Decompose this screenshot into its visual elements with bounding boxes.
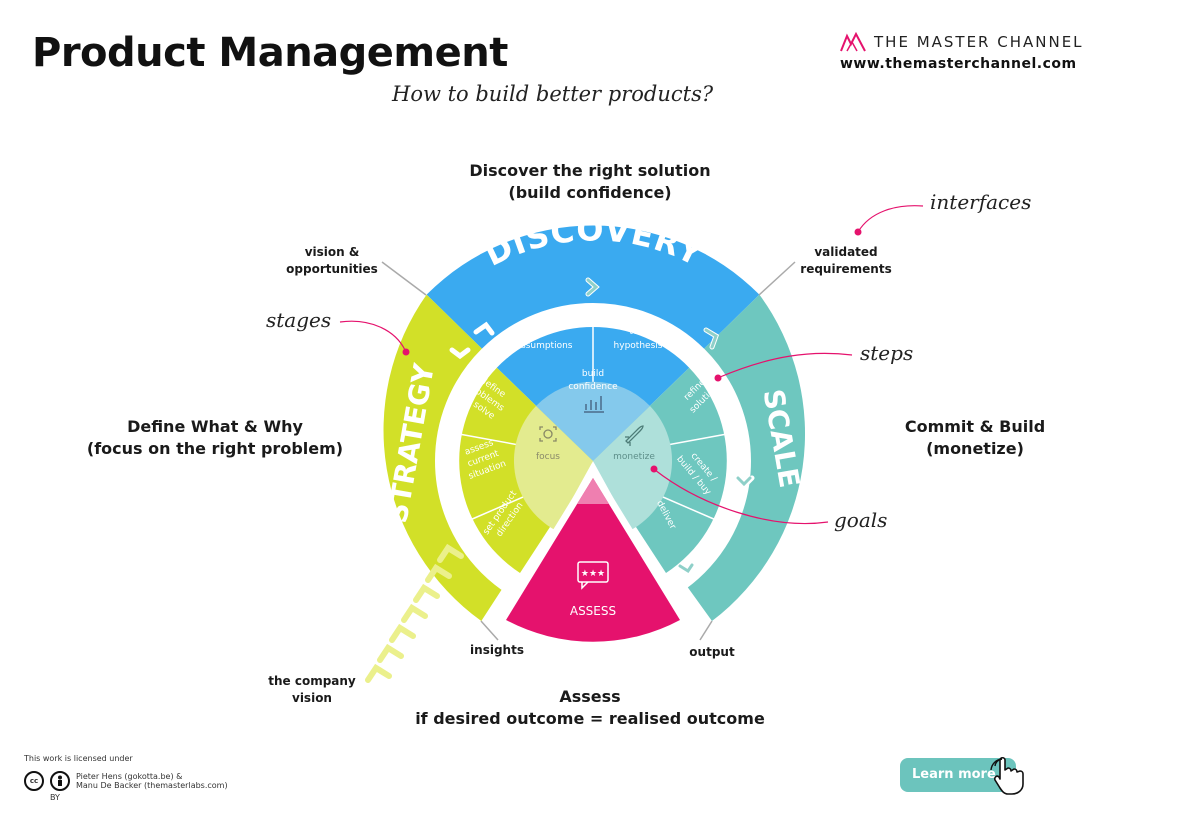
vision-opportunities-line1: vision & — [304, 245, 360, 259]
vision-opportunities-line2: opportunities — [286, 262, 378, 276]
attribution-person-icon — [50, 771, 70, 791]
stages-note: stages — [266, 308, 332, 332]
vision-opportunities-label: vision & opportunities — [272, 244, 392, 278]
license-authors-line2: Manu De Backer (themasterlabs.com) — [76, 781, 228, 790]
goals-note: goals — [834, 508, 888, 532]
discover-heading-line2: (build confidence) — [508, 183, 672, 202]
rocket-icon — [625, 425, 644, 446]
assess-heading: Assess if desired outcome = realised out… — [400, 686, 780, 730]
company-vision-line2: vision — [292, 691, 332, 705]
assess-heading-line1: Assess — [559, 687, 621, 706]
commit-heading: Commit & Build (monetize) — [890, 416, 1060, 460]
license-by: BY — [50, 793, 60, 802]
focus-goal — [513, 406, 593, 530]
svg-text:★★★: ★★★ — [581, 569, 605, 579]
note-pointer-dots — [402, 228, 862, 473]
focus-target-icon — [539, 426, 557, 442]
strategy-stage — [383, 294, 507, 621]
discover-heading: Discover the right solution (build confi… — [440, 160, 740, 204]
validated-requirements-line1: validated — [814, 245, 878, 259]
validated-requirements-label: validated requirements — [786, 244, 906, 278]
test-hypothesis-line2: hypothesis — [614, 341, 663, 351]
assess-title: ASSESS — [570, 604, 616, 618]
company-vision-arrows — [365, 543, 464, 683]
chart-icon — [584, 396, 604, 413]
learn-more-button[interactable]: Learn more — [900, 758, 1016, 792]
brand-name: THE MASTER CHANNEL — [874, 33, 1084, 51]
license-block: This work is licensed under cc Pieter He… — [24, 754, 228, 802]
output-label: output — [689, 645, 735, 659]
build-confidence-goal — [536, 381, 650, 461]
commit-heading-line1: Commit & Build — [904, 417, 1046, 436]
cc-icon: cc — [24, 771, 44, 791]
monetize-goal — [593, 406, 673, 530]
company-vision-label: the company vision — [262, 673, 362, 707]
list-assumptions-line2: assumptions — [515, 341, 572, 351]
assess-heading-line2: if desired outcome = realised outcome — [415, 709, 765, 728]
brand-block: THE MASTER CHANNEL www.themasterchannel.… — [840, 32, 1110, 72]
monetize-goal-label: monetize — [613, 452, 655, 462]
page-title: Product Management — [32, 30, 508, 76]
license-authors-line1: Pieter Hens (gokotta.be) & — [76, 772, 183, 781]
brand-url[interactable]: www.themasterchannel.com — [840, 56, 1077, 72]
validated-requirements-line2: requirements — [800, 262, 892, 276]
company-vision-line1: the company — [268, 674, 356, 688]
review-stars-icon: ★★★ — [577, 561, 609, 590]
define-heading-line2: (focus on the right problem) — [86, 439, 344, 458]
test-hypothesis-line1: test — [629, 327, 647, 337]
assess-tip — [577, 478, 609, 504]
mountain-logo-icon — [840, 32, 866, 52]
define-heading-line1: Define What & Why — [127, 417, 303, 436]
steps-note: steps — [860, 341, 914, 365]
list-assumptions-line1: list — [537, 327, 551, 337]
learn-more-label: Learn more — [912, 767, 996, 782]
note-pointers — [339, 205, 924, 525]
pointing-hand-icon — [990, 756, 1024, 795]
discover-heading-line1: Discover the right solution — [469, 161, 711, 180]
focus-goal-label: focus — [536, 452, 560, 462]
commit-heading-line2: (monetize) — [926, 439, 1024, 458]
callout-lines — [381, 261, 796, 641]
insights-label: insights — [470, 643, 524, 657]
interfaces-note: interfaces — [930, 190, 1032, 214]
define-heading: Define What & Why (focus on the right pr… — [70, 416, 360, 460]
page-subtitle: How to build better products? — [392, 82, 714, 106]
build-confidence-line2: confidence — [568, 382, 618, 392]
license-intro: This work is licensed under — [24, 754, 133, 763]
build-confidence-line1: build — [582, 369, 604, 379]
